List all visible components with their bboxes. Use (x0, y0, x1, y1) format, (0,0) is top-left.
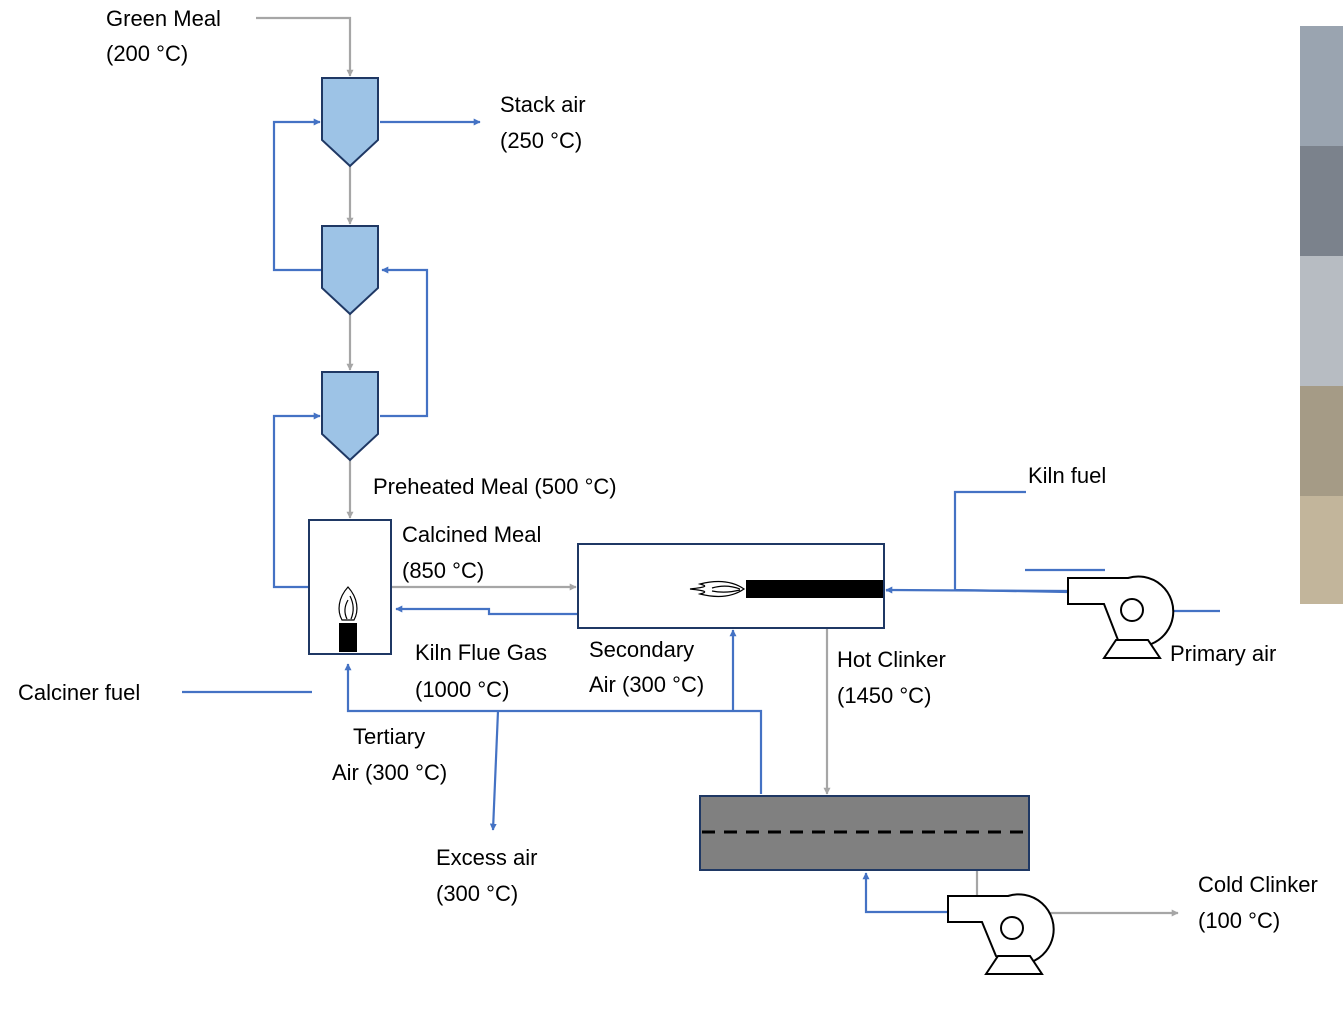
excess-air-stream (493, 711, 498, 830)
label-cold-clinker: Cold Clinker (100 °C) (1198, 872, 1318, 933)
svg-text:Air (300 °C): Air (300 °C) (332, 760, 447, 785)
label-secondary-air: Secondary Air (300 °C) (589, 637, 704, 697)
svg-text:Air (300 °C): Air (300 °C) (589, 672, 704, 697)
gas-stream-2-1 (274, 122, 322, 270)
cyclone-3 (322, 372, 378, 460)
svg-text:Secondary: Secondary (589, 637, 694, 662)
svg-text:Green Meal: Green Meal (106, 6, 221, 31)
cooling-air-fan-icon (948, 894, 1054, 974)
svg-text:(1000 °C): (1000 °C) (415, 677, 509, 702)
label-preheated-meal: Preheated Meal (500 °C) (373, 474, 617, 499)
cyclone-2 (322, 226, 378, 314)
green-meal-stream (256, 18, 350, 76)
primary-air-stream (886, 590, 1068, 591)
label-calciner-fuel: Calciner fuel (18, 680, 140, 705)
svg-text:Kiln Flue Gas: Kiln Flue Gas (415, 640, 547, 665)
label-kiln-flue-gas: Kiln Flue Gas (1000 °C) (415, 640, 547, 702)
svg-text:Cold Clinker: Cold Clinker (1198, 872, 1318, 897)
svg-text:(1450 °C): (1450 °C) (837, 683, 931, 708)
clinker-cooler (700, 796, 1029, 870)
svg-text:(200 °C): (200 °C) (106, 41, 188, 66)
label-kiln-fuel: Kiln fuel (1028, 463, 1106, 488)
svg-text:(250 °C): (250 °C) (500, 128, 582, 153)
svg-text:(850 °C): (850 °C) (402, 558, 484, 583)
svg-text:Tertiary: Tertiary (353, 724, 425, 749)
label-calcined-meal: Calcined Meal (850 °C) (402, 522, 541, 583)
label-hot-clinker: Hot Clinker (1450 °C) (837, 647, 946, 708)
svg-text:Hot Clinker: Hot Clinker (837, 647, 946, 672)
svg-text:Excess air: Excess air (436, 845, 537, 870)
kiln-fuel-stream (955, 492, 1068, 592)
kiln-photo (1300, 26, 1343, 604)
cyclone-1 (322, 78, 378, 166)
kiln-flue-gas-stream (396, 609, 578, 614)
svg-text:Calcined Meal: Calcined Meal (402, 522, 541, 547)
svg-text:Stack air: Stack air (500, 92, 586, 117)
rotary-kiln (578, 544, 884, 628)
label-tertiary-air: Tertiary Air (300 °C) (332, 724, 447, 785)
label-green-meal: Green Meal (200 °C) (106, 6, 221, 66)
label-primary-air: Primary air (1170, 641, 1276, 666)
calciner (309, 520, 391, 654)
cooling-air-stream (866, 873, 948, 912)
label-excess-air: Excess air (300 °C) (436, 845, 537, 906)
svg-text:(100 °C): (100 °C) (1198, 908, 1280, 933)
primary-air-fan-icon (1068, 576, 1173, 658)
svg-text:(300 °C): (300 °C) (436, 881, 518, 906)
gas-stream-3-2 (380, 270, 427, 416)
label-stack-air: Stack air (250 °C) (500, 92, 586, 153)
